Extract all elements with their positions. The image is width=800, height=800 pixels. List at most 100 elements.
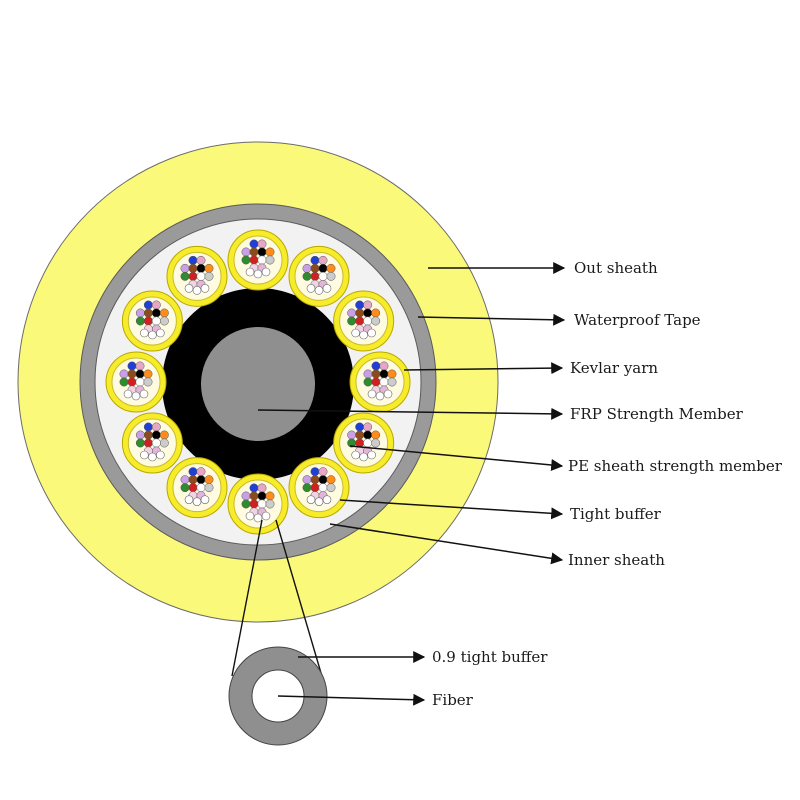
- fiber-dot: [387, 369, 397, 379]
- fiber-dot: [156, 450, 165, 460]
- label-tight-buffer: Tight buffer: [570, 505, 662, 523]
- tight-buffer-tubes: [105, 229, 411, 535]
- fiber-dot: [196, 271, 206, 281]
- fiber-dot: [347, 316, 357, 326]
- fiber-dot: [318, 475, 328, 485]
- fiber-dot: [159, 316, 169, 326]
- fiber-dot: [180, 475, 190, 485]
- tight-buffer-tube: [288, 245, 350, 307]
- fiber-dot: [151, 308, 161, 318]
- fiber-dot: [249, 483, 259, 493]
- fiber-dot: [310, 263, 320, 273]
- fiber-dot: [318, 263, 328, 273]
- callout-labels: Out sheath Waterproof Tape Kevlar yarn F…: [432, 259, 783, 709]
- fiber-dot: [135, 316, 145, 326]
- fiber-dot: [249, 499, 259, 509]
- fiber-dot: [387, 377, 397, 387]
- fiber-dot: [302, 483, 312, 493]
- fiber-dot: [245, 267, 255, 277]
- fiber-dot: [143, 430, 153, 440]
- fiber-dot: [379, 369, 389, 379]
- fiber-dot: [379, 361, 389, 371]
- fiber-dot: [302, 271, 312, 281]
- fiber-dot: [241, 499, 251, 509]
- fiber-dot: [371, 316, 381, 326]
- fiber-dot: [135, 438, 145, 448]
- fiber-dot: [367, 328, 376, 338]
- fiber-dot: [310, 483, 320, 493]
- fiber-dot: [188, 467, 198, 477]
- fiber-dot: [143, 369, 153, 379]
- fiber-dot: [367, 389, 377, 399]
- fiber-dot: [355, 422, 365, 432]
- fiber-dot: [148, 452, 157, 462]
- fiber-dot: [196, 475, 206, 485]
- fiber-dot: [156, 328, 165, 338]
- fiber-dot: [196, 467, 206, 477]
- tight-buffer-tube: [166, 245, 228, 307]
- fiber-dot: [119, 377, 129, 387]
- fiber-dot: [326, 263, 336, 273]
- fiber-dot: [127, 377, 137, 387]
- fiber-dot: [265, 255, 275, 265]
- fiber-dot: [204, 483, 214, 493]
- fiber-dot: [371, 369, 381, 379]
- callout-line-frp: [257, 407, 564, 420]
- fiber-dot: [310, 467, 320, 477]
- fiber-dot: [180, 271, 190, 281]
- fiber-dot: [135, 430, 145, 440]
- fiber-dot: [143, 438, 153, 448]
- label-tight-buffer-09: 0.9 tight buffer: [432, 648, 548, 666]
- tight-buffer-tube: [333, 290, 395, 352]
- fiber-dot: [347, 430, 357, 440]
- fiber-dot: [196, 483, 206, 493]
- fiber-dot: [196, 255, 206, 265]
- fiber-dot: [261, 267, 271, 277]
- fiber-dot: [245, 511, 255, 521]
- fiber-dot: [204, 271, 214, 281]
- fiber-dot: [371, 438, 381, 448]
- fiber-dot: [310, 255, 320, 265]
- fiber-dot: [261, 511, 271, 521]
- fiber-dot: [257, 255, 267, 265]
- fiber-dot: [204, 263, 214, 273]
- fiber-dot: [135, 369, 145, 379]
- callout-line-waterproof-tape: [417, 313, 566, 326]
- fiber-dot: [265, 247, 275, 257]
- fiber-dot: [322, 284, 332, 293]
- fiber-dot: [351, 450, 360, 460]
- fiber-dot: [265, 491, 275, 501]
- fiber-dot: [140, 450, 149, 460]
- label-waterproof-tape: Waterproof Tape: [574, 311, 701, 329]
- callout-line-tight-buffer: [339, 499, 564, 520]
- fiber-dot: [151, 316, 161, 326]
- fiber-dot: [151, 422, 161, 432]
- fiber-dot: [159, 308, 169, 318]
- tight-buffer-tube: [227, 229, 289, 291]
- tight-buffer-tube: [227, 473, 289, 535]
- fiber-dot: [249, 491, 259, 501]
- tight-buffer-tube: [288, 457, 350, 519]
- fiber-dot: [200, 495, 210, 504]
- fiber-dot: [359, 330, 368, 340]
- fiber-dot: [135, 308, 145, 318]
- fiber-dot: [306, 495, 316, 504]
- fiber-dot: [188, 255, 198, 265]
- fiber-dot: [151, 300, 161, 310]
- magnifier-lines: [231, 519, 327, 691]
- fiber-dot: [326, 475, 336, 485]
- fiber-dot: [241, 255, 251, 265]
- fiber-dot: [347, 308, 357, 318]
- fiber-dot: [383, 389, 393, 399]
- label-frp-strength-member: FRP Strength Member: [570, 405, 744, 423]
- callout-line-inner-sheath: [329, 523, 564, 565]
- fiber-dot: [135, 377, 145, 387]
- fiber-dot: [180, 483, 190, 493]
- fiber-dot: [188, 483, 198, 493]
- fiber-dot: [318, 255, 328, 265]
- fiber-dot: [188, 475, 198, 485]
- callout-line-fiber: [277, 693, 426, 706]
- fiber-dot: [322, 495, 332, 504]
- fiber-dot: [131, 391, 141, 401]
- fiber-dot: [379, 377, 389, 387]
